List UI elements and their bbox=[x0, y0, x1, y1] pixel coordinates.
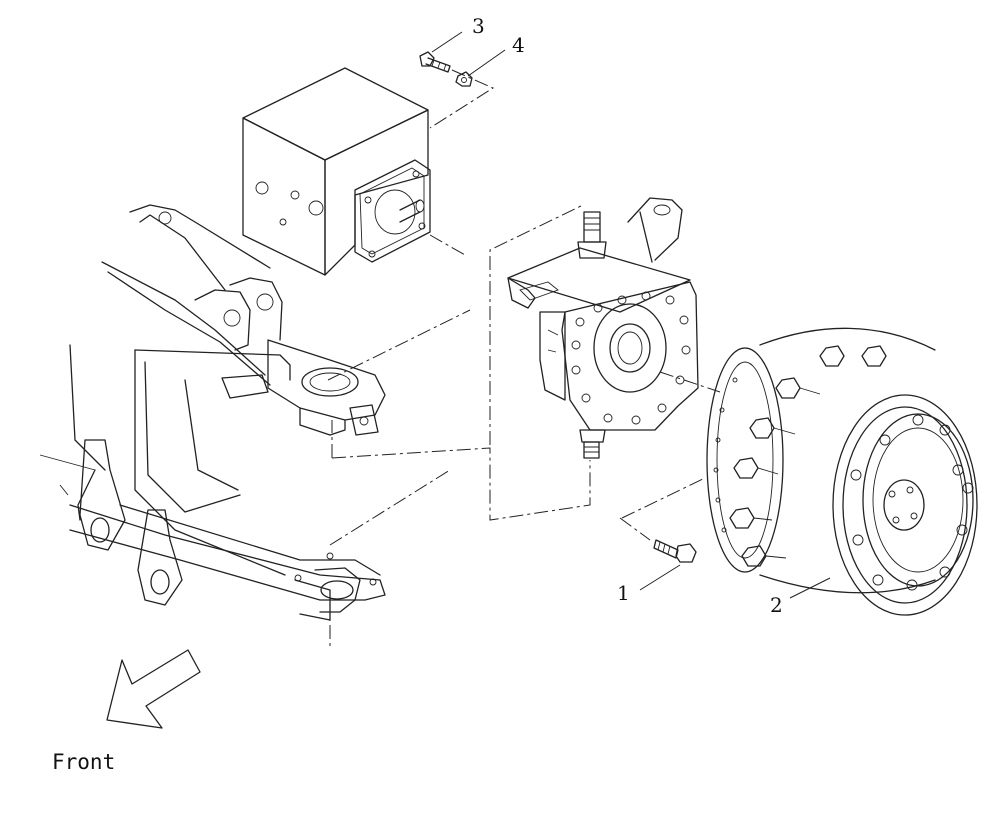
callout-1: 1 bbox=[617, 581, 630, 605]
wheel-hub bbox=[706, 327, 978, 616]
callout-3: 3 bbox=[472, 14, 485, 38]
front-direction-label: Front bbox=[52, 750, 116, 774]
leader-lines bbox=[431, 31, 831, 599]
steering-knuckle bbox=[507, 197, 699, 459]
valve-block bbox=[242, 67, 431, 276]
bolt-3 bbox=[419, 51, 451, 73]
bolt-1 bbox=[653, 539, 697, 563]
callout-2: 2 bbox=[770, 593, 783, 617]
callout-4: 4 bbox=[512, 33, 525, 57]
nut-4 bbox=[455, 71, 473, 87]
axle-frame bbox=[39, 204, 386, 621]
assembly-lines bbox=[327, 69, 721, 650]
arrow-down-left-icon bbox=[106, 649, 201, 729]
